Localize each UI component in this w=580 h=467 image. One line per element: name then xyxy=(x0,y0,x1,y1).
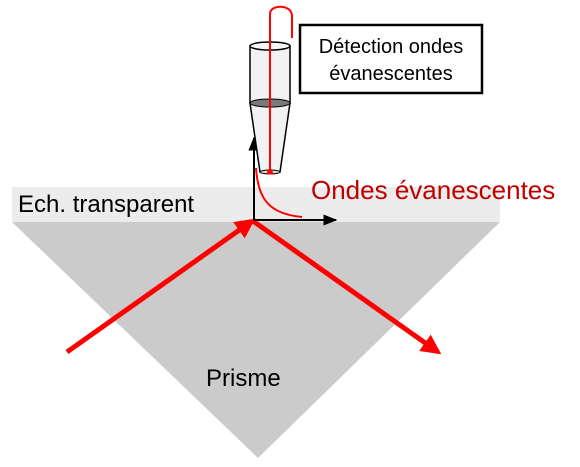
detection-box xyxy=(298,23,484,95)
detection-label-line1: Détection ondes xyxy=(319,36,464,58)
sample-layer xyxy=(12,187,500,222)
sample-label: Ech. transparent xyxy=(18,191,194,218)
detection-signal-path xyxy=(266,5,293,175)
reflected-beam-arrow xyxy=(251,218,442,355)
evanescent-decay-curve xyxy=(255,167,303,218)
prism-shape xyxy=(12,222,500,458)
evanescent-label: Ondes évanescentes xyxy=(311,175,555,205)
incident-beam-arrow xyxy=(65,218,256,355)
detection-label-line2: évanescentes xyxy=(329,63,452,85)
prism-label: Prisme xyxy=(206,365,281,392)
